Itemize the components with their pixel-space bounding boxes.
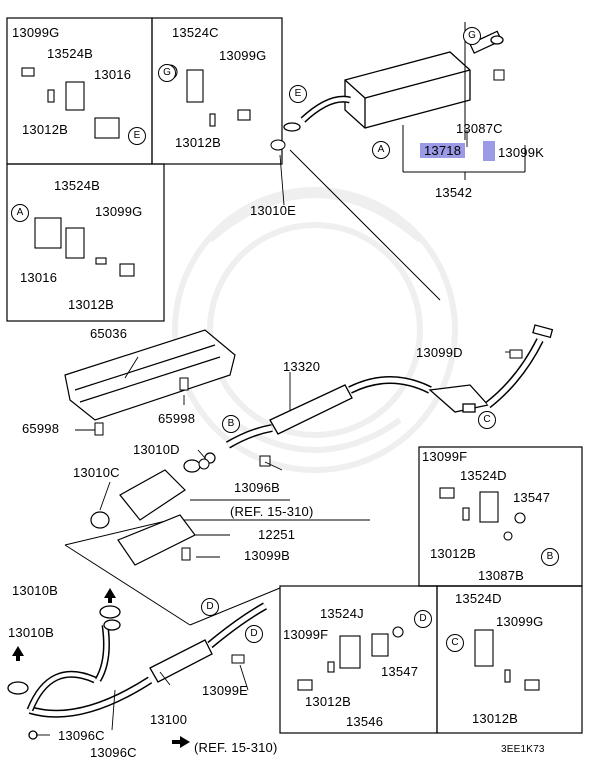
part-13099f-b: 13099F (283, 627, 329, 642)
part-13524d-r: 13524D (460, 468, 507, 483)
part-13012b-tl: 13012B (22, 122, 69, 137)
part-13547-r: 13547 (513, 490, 551, 505)
direction-arrows (12, 588, 190, 748)
part-13542: 13542 (435, 185, 473, 200)
bolts (94, 69, 523, 664)
marker-d-front1: D (201, 598, 219, 616)
marker-g-top: G (463, 27, 481, 45)
marker-c-center: C (478, 411, 496, 429)
part-13718-highlighted: 13718 (420, 143, 466, 158)
part-13547-b: 13547 (381, 664, 419, 679)
part-13099g-ml: 13099G (95, 204, 143, 219)
center-pipe (225, 324, 554, 449)
part-13099b: 13099B (244, 548, 291, 563)
marker-c-br: C (446, 634, 464, 652)
part-13010b-b: 13010B (8, 625, 55, 640)
marker-a-ml: A (11, 204, 29, 222)
part-13524d-b: 13524D (455, 591, 502, 606)
part-13524b-tl: 13524B (47, 46, 94, 61)
part-12251: 12251 (258, 527, 296, 542)
part-13010d: 13010D (133, 442, 180, 457)
front-pipe (7, 602, 267, 740)
part-13010c: 13010C (73, 465, 120, 480)
part-13524j: 13524J (320, 606, 364, 621)
part-65036: 65036 (90, 326, 128, 341)
part-13320: 13320 (283, 359, 321, 374)
part-13099g-b: 13099G (496, 614, 544, 629)
main-muffler (283, 30, 504, 132)
part-13087c: 13087C (456, 121, 503, 136)
marker-e-tl: E (128, 127, 146, 145)
highlight-marker (483, 141, 495, 161)
part-13099d: 13099D (416, 345, 463, 360)
part-13012b-br: 13012B (472, 711, 519, 726)
part-13546: 13546 (346, 714, 384, 729)
part-13010b-a: 13010B (12, 583, 59, 598)
part-13096c-a: 13096C (58, 728, 105, 743)
marker-d-front2: D (245, 625, 263, 643)
part-13524c: 13524C (172, 25, 219, 40)
ref-note-1: (REF. 15-310) (230, 504, 314, 519)
part-13016-ml: 13016 (20, 270, 58, 285)
inset-parts (21, 64, 540, 691)
part-65998-a: 65998 (22, 421, 60, 436)
part-13099k: 13099K (498, 145, 545, 160)
part-13012b-r: 13012B (430, 546, 477, 561)
marker-b-r: B (541, 548, 559, 566)
heat-shield (64, 329, 236, 421)
part-13087b: 13087B (478, 568, 525, 583)
part-13012b-b: 13012B (305, 694, 352, 709)
part-13010e: 13010E (250, 203, 297, 218)
part-13524b-ml: 13524B (54, 178, 101, 193)
part-13099g-tl: 13099G (12, 25, 60, 40)
marker-d-b: D (414, 610, 432, 628)
part-13099g-tm: 13099G (219, 48, 267, 63)
part-13016-tl: 13016 (94, 67, 132, 82)
marker-b-center: B (222, 415, 240, 433)
part-13100: 13100 (150, 712, 188, 727)
label-leaders (36, 130, 510, 742)
part-65998-b: 65998 (158, 411, 196, 426)
part-13012b-ml: 13012B (68, 297, 115, 312)
part-13099f-r: 13099F (422, 449, 468, 464)
part-13099e: 13099E (202, 683, 249, 698)
inset-frames (6, 17, 583, 734)
marker-g-tm: G (158, 64, 176, 82)
watermark-logo (172, 187, 458, 473)
ref-note-2: (REF. 15-310) (194, 740, 278, 755)
part-13096c-b: 13096C (90, 745, 137, 760)
marker-a-top: A (372, 141, 390, 159)
marker-e-top: E (289, 85, 307, 103)
part-13012b-tm: 13012B (175, 135, 222, 150)
part-13096b: 13096B (234, 480, 281, 495)
diagram-code: 3EE1K73 (501, 744, 545, 755)
